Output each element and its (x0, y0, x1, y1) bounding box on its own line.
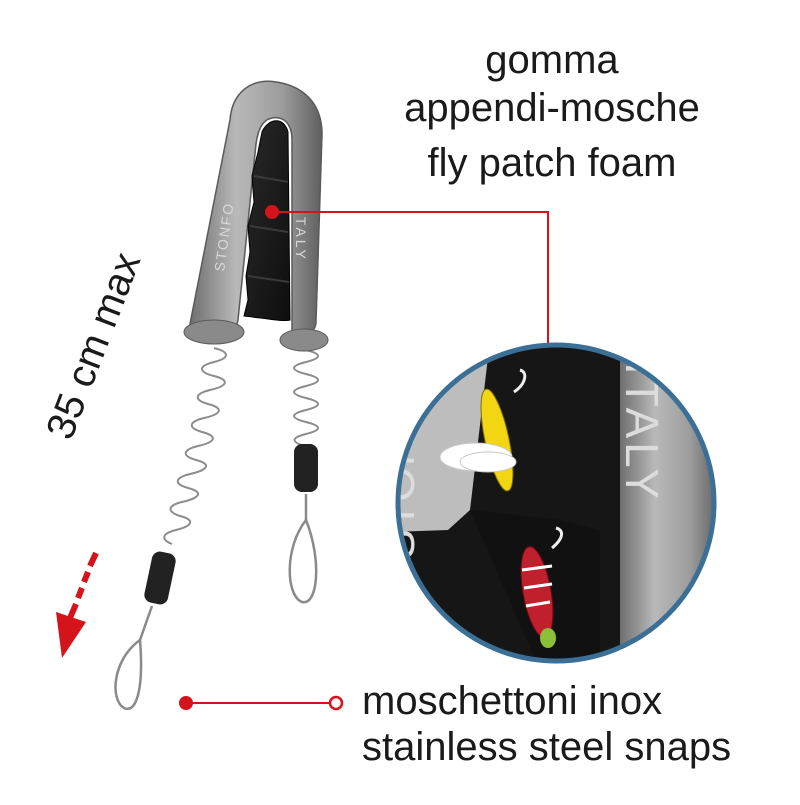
foam-label-italian-line2: appendi-mosche (404, 86, 700, 130)
brand-right-text: ITALY (293, 210, 309, 262)
snaps-label-italian: moschettoni inox (362, 679, 663, 723)
yellow-fly (439, 368, 527, 492)
right-steel-snap (288, 494, 318, 604)
arrow-down-left-icon (56, 551, 99, 658)
foam-ribs (247, 175, 290, 283)
fly-patch-foam (243, 120, 291, 321)
foam-label-english: fly patch foam (427, 141, 677, 185)
snaps-pointer (179, 695, 344, 711)
foam-pointer (265, 205, 549, 350)
red-ring-icon (328, 695, 344, 711)
red-dot-icon (179, 696, 193, 710)
snaps-label-english: stainless steel snaps (362, 725, 732, 769)
right-coil-spring (293, 349, 319, 447)
right-black-sleeve (294, 444, 318, 492)
red-dot-icon (265, 205, 279, 219)
fly-holder-body (183, 80, 329, 352)
foam-label-italian: gomma (485, 38, 619, 82)
left-coil-spring (163, 347, 227, 545)
left-steel-snap (114, 605, 154, 711)
left-black-sleeve (144, 551, 176, 605)
zoom-detail: STON ITALY (395, 342, 717, 664)
red-fly (520, 526, 563, 648)
